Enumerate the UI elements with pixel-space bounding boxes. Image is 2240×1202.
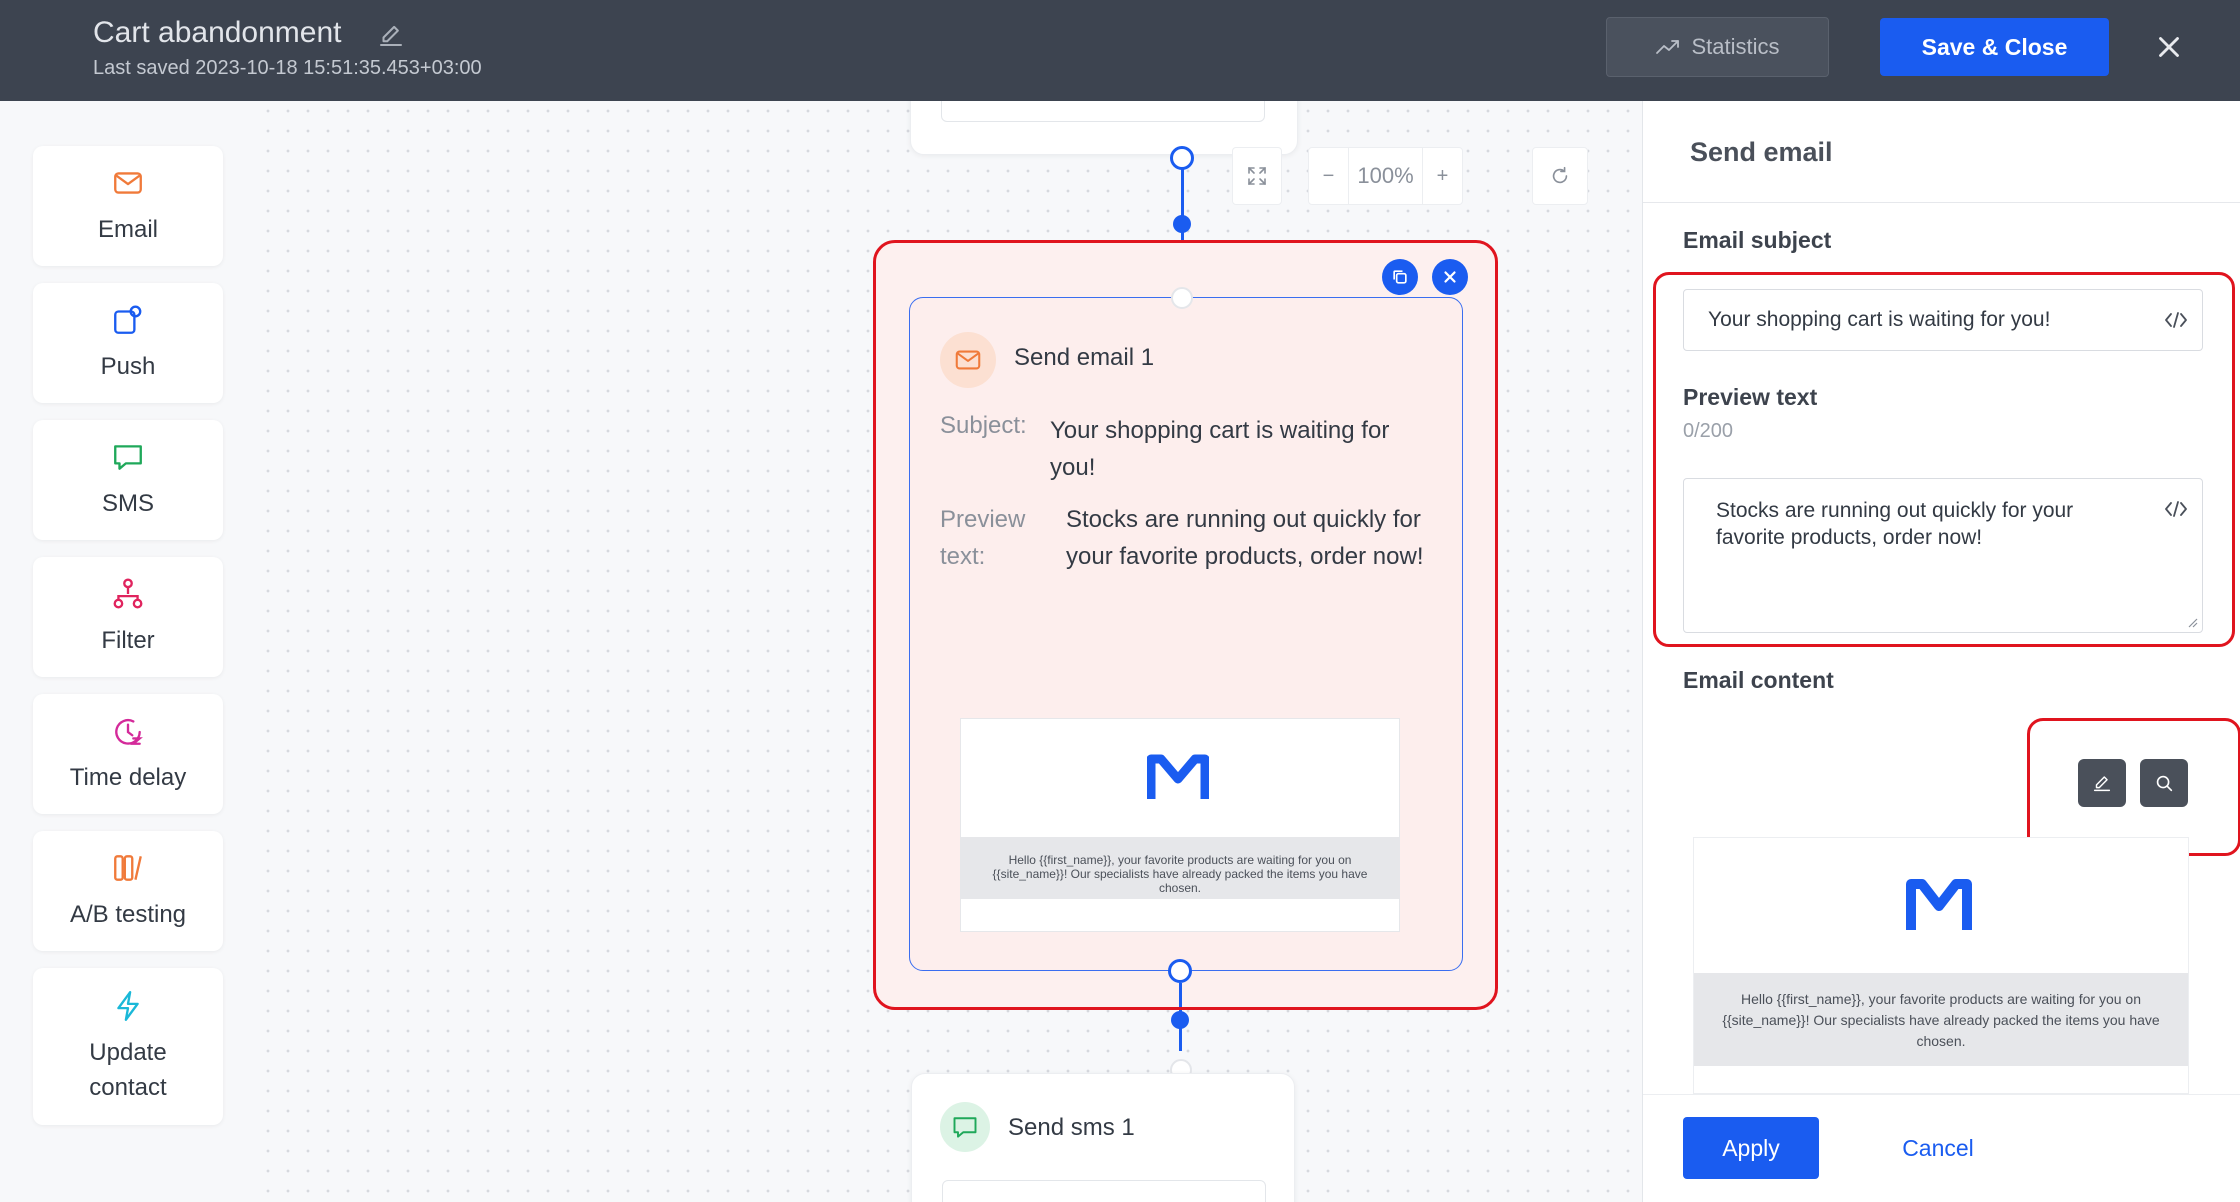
settings-panel: Send email Email subject Your shopping c… [1642,101,2240,1202]
email-node-icon-circle [940,332,996,388]
personalization-icon[interactable] [2164,499,2188,519]
sms-node-title: Send sms 1 [1008,1114,1135,1141]
subject-label: Subject: [940,412,1027,439]
email-subject-label: Email subject [1683,227,1832,253]
email-content-preview[interactable]: Hello {{first_name}}, your favorite prod… [1693,837,2189,1094]
email-content-text: Hello {{first_name}}, your favorite prod… [1694,973,2188,1066]
palette-item-email[interactable]: Email [33,146,223,266]
sms-node[interactable]: Send sms 1 [911,1073,1295,1202]
palette-item-filter[interactable]: Filter [33,557,223,677]
fit-screen-button[interactable] [1232,147,1282,205]
highlight-email-node [873,240,1498,1010]
workflow-canvas[interactable]: − 100% + Send email 1 Subject: Your shop… [258,101,1642,1202]
lightning-icon [117,990,139,1021]
palette-item-ab-testing[interactable]: A/B testing [33,831,223,951]
ab-testing-icon [114,854,142,881]
personalization-icon[interactable] [2164,310,2188,330]
trend-icon [1656,40,1680,54]
preview-text-label: Preview text [1683,384,1818,410]
edit-content-button[interactable] [2078,759,2126,807]
preview-value: Stocks are running out quickly for your … [1066,506,1424,570]
search-icon [2156,775,2173,792]
block-palette: Email Push SMS Filter Time delay A/B tes… [0,101,258,1202]
duplicate-node-button[interactable] [1382,259,1418,295]
delete-node-button[interactable] [1432,259,1468,295]
highlight-content-actions [2027,718,2240,856]
email-node[interactable]: Send email 1 Subject: Your shopping cart… [909,297,1463,971]
last-saved-text: Last saved 2023-10-18 15:51:35.453+03:00 [93,57,482,79]
palette-label: Push [100,352,156,380]
sms-node-field [942,1180,1266,1202]
email-thumbnail-text: Hello {{first_name}}, your favorite prod… [961,837,1399,899]
palette-label: Update contact [89,1038,167,1101]
zoom-out-button[interactable]: − [1309,148,1349,204]
zoom-in-button[interactable]: + [1422,148,1462,204]
close-icon [1444,271,1456,283]
preview-text-value: Stocks are running out quickly for your … [1716,499,2074,549]
resize-handle-icon[interactable] [2186,616,2198,628]
preview-label: Preview text: [940,506,1026,570]
connector-port[interactable] [1170,146,1194,170]
palette-label: Time delay [69,763,187,791]
pencil-icon[interactable] [376,20,406,50]
reset-view-button[interactable] [1532,147,1588,205]
cancel-button[interactable]: Cancel [1902,1134,1974,1161]
palette-label: SMS [101,489,154,517]
refresh-icon [1552,166,1568,184]
copy-icon [1393,270,1407,284]
sms-node-icon-circle [940,1102,990,1152]
node-input-port[interactable] [1171,287,1193,309]
email-subject-value: Your shopping cart is waiting for you! [1708,308,2051,331]
top-bar: Cart abandonment Last saved 2023-10-18 1… [0,0,2240,101]
palette-label: Email [97,215,158,243]
email-node-title: Send email 1 [1014,344,1155,371]
connector-dot [1171,1011,1189,1029]
push-icon [114,305,142,334]
zoom-controls: − 100% + [1308,147,1463,205]
statistics-label: Statistics [1691,34,1780,59]
envelope-icon [114,171,142,194]
email-content-label: Email content [1683,667,1834,693]
node-output-port[interactable] [1168,959,1192,983]
chat-icon [953,1117,977,1138]
subject-value: Your shopping cart is waiting for you! [1050,417,1390,481]
previous-node[interactable] [910,101,1298,155]
apply-button[interactable]: Apply [1683,1117,1819,1179]
palette-label: A/B testing [69,900,187,928]
panel-footer: Apply Cancel [1643,1094,2240,1202]
workflow-title: Cart abandonment [93,16,342,49]
chat-icon [114,444,142,470]
close-icon[interactable] [2152,30,2186,64]
filter-tree-icon [113,577,143,608]
email-subject-input[interactable]: Your shopping cart is waiting for you! [1683,289,2203,351]
previous-node-field [941,101,1265,122]
statistics-button[interactable]: Statistics [1606,17,1829,77]
preview-text-counter: 0/200 [1683,420,1734,442]
clock-icon [115,718,143,745]
brand-logo [1147,754,1209,799]
preview-content-button[interactable] [2140,759,2188,807]
zoom-level: 100% [1357,163,1414,188]
connector-line [1181,153,1184,219]
preview-text-textarea[interactable]: Stocks are running out quickly for your … [1683,478,2203,633]
panel-title: Send email [1690,137,1833,167]
palette-label: Filter [101,626,155,654]
highlight-subject-preview [1653,272,2235,647]
save-close-button[interactable]: Save & Close [1880,18,2109,76]
brand-logo [1906,879,1972,930]
palette-item-update-contact[interactable]: Update contact [33,968,223,1125]
expand-icon [1248,167,1266,185]
palette-item-push[interactable]: Push [33,283,223,403]
panel-divider [1643,202,2240,203]
email-thumbnail: Hello {{first_name}}, your favorite prod… [960,718,1400,932]
palette-item-sms[interactable]: SMS [33,420,223,540]
pencil-icon [2093,776,2111,792]
envelope-icon [955,350,981,370]
palette-item-time-delay[interactable]: Time delay [33,694,223,814]
